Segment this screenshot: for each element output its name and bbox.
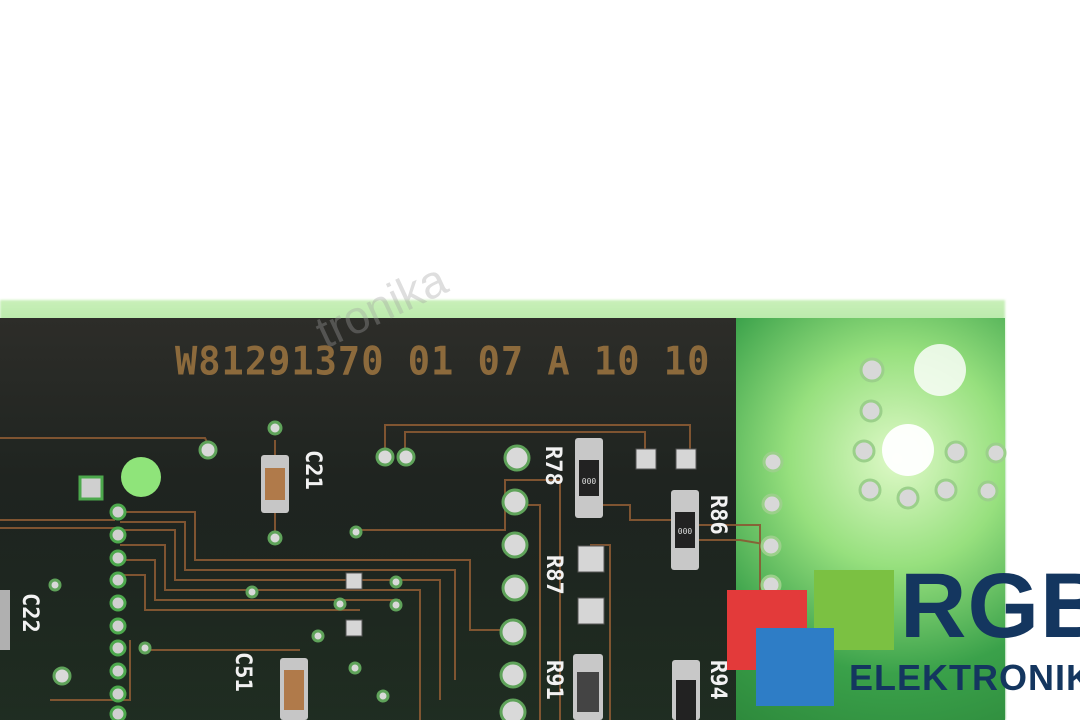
board-part-code: W81291370 01 07 A 10 10 xyxy=(175,338,711,385)
svg-text:000: 000 xyxy=(678,527,693,536)
label-c22: C22 xyxy=(17,593,42,633)
label-r78: R78 xyxy=(540,446,565,486)
label-c21: C21 xyxy=(300,450,325,490)
label-r86: R86 xyxy=(705,495,730,535)
svg-text:000: 000 xyxy=(582,477,597,486)
label-c51: C51 xyxy=(230,652,255,692)
logo-blue-square xyxy=(756,628,834,706)
logo-elektronika-text: ELEKTRONIKA xyxy=(849,657,1080,698)
label-r91: R91 xyxy=(541,660,566,700)
logo-rgb-text: RGB xyxy=(900,555,1080,657)
label-r87: R87 xyxy=(541,555,566,595)
